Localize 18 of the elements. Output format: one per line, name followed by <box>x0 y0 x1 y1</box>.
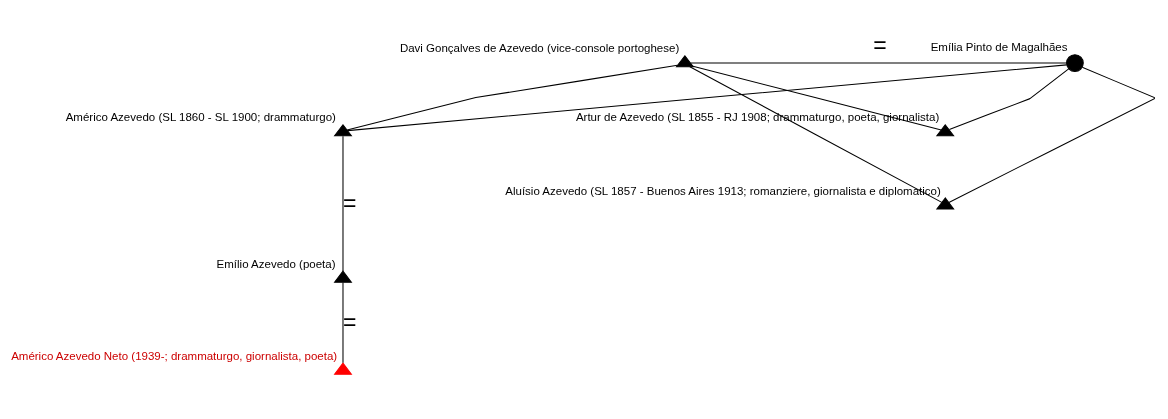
node-label: Emília Pinto de Magalhães <box>930 40 1068 53</box>
node-circle <box>1066 53 1084 72</box>
connector <box>346 64 678 131</box>
edge-label: = <box>343 308 357 335</box>
edge-label: = <box>873 31 887 58</box>
node-label: Davi Gonçalves de Azevedo (vice-console portoghese) <box>399 41 680 54</box>
connector <box>690 62 1067 64</box>
node-label: Américo Azevedo (SL 1860 - SL 1900; drammaturgo) <box>65 110 336 123</box>
connector <box>948 66 1155 203</box>
edge-label: = <box>343 189 357 216</box>
connector <box>342 281 344 363</box>
node-label: Américo Azevedo Neto (1939-; drammaturgo, giornalista, poeta) <box>11 349 338 362</box>
connector <box>689 65 943 203</box>
connector <box>347 63 1068 131</box>
connector <box>692 65 942 131</box>
node-label: Emílio Azevedo (poeta) <box>216 257 336 270</box>
connector <box>342 135 344 271</box>
connector <box>948 67 1070 130</box>
